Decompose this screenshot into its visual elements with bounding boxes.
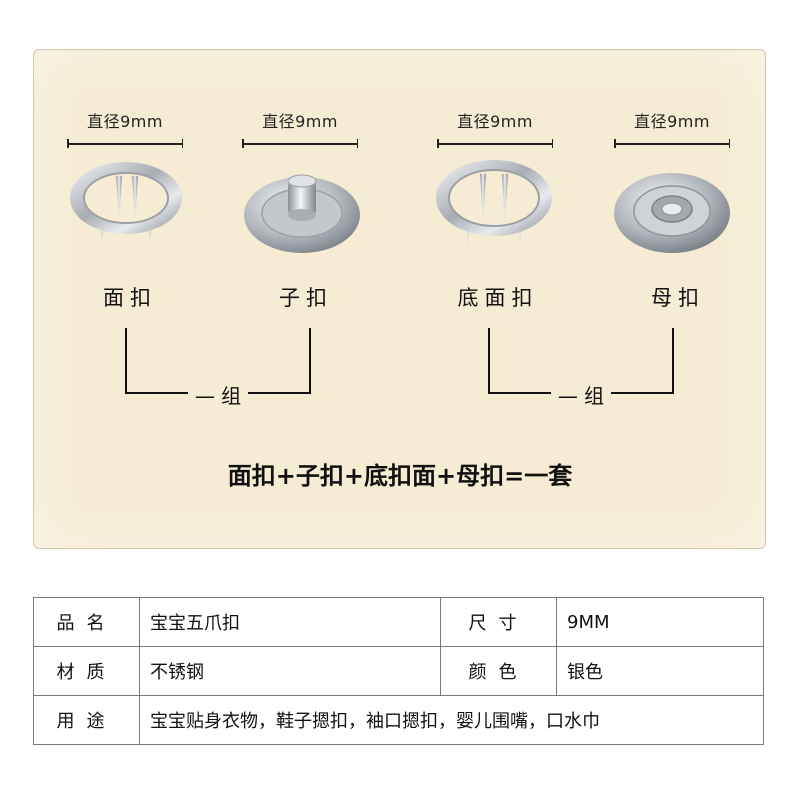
dimension-line <box>614 140 730 147</box>
dimension-label: 直径9mm <box>457 112 533 131</box>
dimension-line <box>242 140 358 147</box>
spec-label: 材质 <box>33 646 140 696</box>
table-row: 品名 宝宝五爪扣 尺寸 9MM <box>33 597 764 647</box>
spec-label: 颜色 <box>440 646 557 696</box>
part-label-face-snap: 面扣 <box>103 286 157 310</box>
bottom-ring-prong-snap-image <box>436 160 552 250</box>
table-row: 用途 宝宝贴身衣物，鞋子摁扣，袖口摁扣，婴儿围嘴，口水巾 <box>33 695 764 745</box>
group-label-2: — 组 <box>551 380 611 409</box>
spec-label: 品名 <box>33 597 140 647</box>
spec-table: 品名 宝宝五爪扣 尺寸 9MM 材质 不锈钢 颜色 银色 用途 宝宝贴身衣物，鞋… <box>33 597 764 745</box>
stud-snap-image <box>244 174 360 253</box>
open-ring-prong-snap-image <box>70 162 182 250</box>
dimension-marker-2: 直径9mm <box>230 108 370 148</box>
dimension-label: 直径9mm <box>634 112 710 131</box>
dimension-line <box>437 140 553 147</box>
group-label-text: 组 <box>221 384 242 408</box>
spec-label: 用途 <box>33 695 140 745</box>
spec-value: 不锈钢 <box>139 646 441 696</box>
dimension-marker-1: 直径9mm <box>55 108 195 148</box>
socket-snap-image <box>614 173 730 253</box>
spec-label: 尺寸 <box>440 597 557 647</box>
dimension-label: 直径9mm <box>87 112 163 131</box>
set-formula: 面扣+子扣+底扣面+母扣=一套 <box>227 462 573 490</box>
dimension-marker-3: 直径9mm <box>425 108 565 148</box>
dimension-marker-4: 直径9mm <box>602 108 742 148</box>
group-label-text: 组 <box>584 384 605 408</box>
part-label-bottom-face-snap: 底面扣 <box>457 286 539 310</box>
dimension-label: 直径9mm <box>262 112 338 131</box>
part-label-socket-snap: 母扣 <box>651 286 705 310</box>
table-row: 材质 不锈钢 颜色 银色 <box>33 646 764 696</box>
spec-value: 宝宝贴身衣物，鞋子摁扣，袖口摁扣，婴儿围嘴，口水巾 <box>139 695 764 745</box>
spec-value: 宝宝五爪扣 <box>139 597 441 647</box>
spec-value: 银色 <box>556 646 764 696</box>
dimension-line <box>67 140 183 147</box>
product-diagram-panel <box>33 49 766 549</box>
part-label-stud-snap: 子扣 <box>279 286 333 310</box>
spec-value: 9MM <box>556 597 764 647</box>
group-label-1: — 组 <box>188 380 248 409</box>
